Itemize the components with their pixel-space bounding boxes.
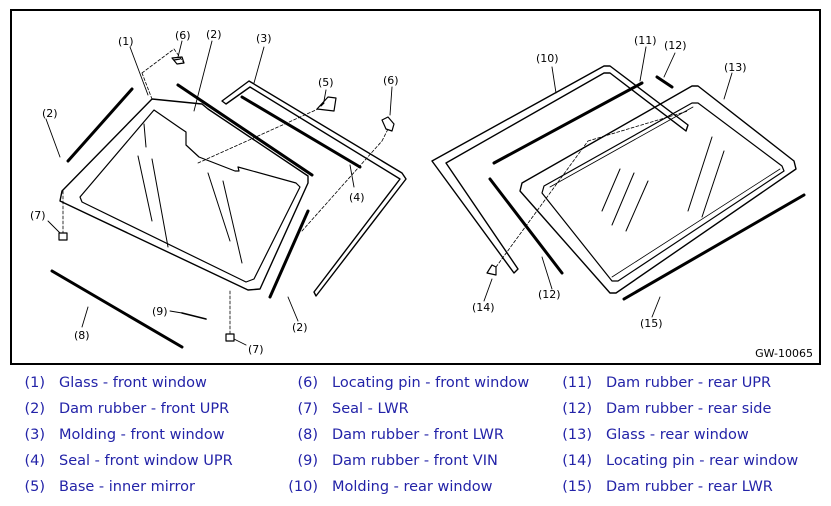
- callout-3: (3): [256, 32, 272, 45]
- callout-2-left: (2): [42, 107, 58, 120]
- rear-locating-pin: [486, 264, 497, 276]
- legend-item: (3) Molding - front window: [24, 422, 233, 448]
- callout-6-top: (6): [175, 29, 191, 42]
- legend-item: (15) Dam rubber - rear LWR: [562, 474, 798, 500]
- rear-window-defroster-band: [549, 106, 781, 278]
- callout-10: (10): [536, 52, 559, 65]
- callout-2-bottom: (2): [292, 321, 308, 334]
- legend-item: (11) Dam rubber - rear UPR: [562, 370, 798, 396]
- legend-label: Glass - front window: [59, 375, 207, 391]
- dam-rubber-front-upr-right: [268, 209, 310, 299]
- seal-lwr-bottom: [225, 333, 235, 342]
- legend-label: Dam rubber - front VIN: [332, 453, 498, 469]
- legend-item: (9) Dam rubber - front VIN: [297, 448, 529, 474]
- legend-item: (12) Dam rubber - rear side: [562, 396, 798, 422]
- rear-window-glass-outline: [519, 85, 797, 294]
- front-window-molding: [221, 80, 407, 297]
- exploded-diagram: (1) (2) (2) (2) (3) (4) (5) (6) (6) (7) …: [30, 28, 806, 356]
- front-window-glass-outline: [59, 98, 309, 291]
- legend-item: (2) Dam rubber - front UPR: [24, 396, 233, 422]
- legend-label: Molding - front window: [59, 427, 225, 443]
- legend-number: (5): [24, 479, 45, 495]
- seal-front-window-upr: [240, 95, 362, 169]
- legend-label: Locating pin - front window: [332, 375, 530, 391]
- front-assembly-dashed-lines: [62, 48, 389, 335]
- legend-item: (5) Base - inner mirror: [24, 474, 233, 500]
- legend-number: (1): [24, 375, 45, 391]
- legend-number: (2): [24, 401, 45, 417]
- legend-number: (11): [562, 375, 592, 391]
- legend-number: (3): [24, 427, 45, 443]
- callout-4: (4): [349, 191, 365, 204]
- rear-assembly-dashed-lines: [495, 110, 689, 268]
- legend-label: Dam rubber - front UPR: [59, 401, 230, 417]
- legend-label: Seal - front window UPR: [59, 453, 233, 469]
- rear-window-glare-lines: [601, 136, 725, 232]
- exploded-diagram-frame: (1) (2) (2) (2) (3) (4) (5) (6) (6) (7) …: [10, 9, 821, 365]
- legend-item: (7) Seal - LWR: [297, 396, 529, 422]
- legend-label: Dam rubber - rear LWR: [606, 479, 773, 495]
- legend-label: Molding - rear window: [332, 479, 493, 495]
- legend-number: (15): [562, 479, 592, 495]
- seal-lwr-left: [58, 232, 68, 241]
- callout-leader-lines: [45, 40, 733, 346]
- legend-item: (8) Dam rubber - front LWR: [297, 422, 529, 448]
- dam-rubber-rear-upr-a: [492, 81, 644, 165]
- dam-rubber-front-lwr: [50, 269, 184, 349]
- dam-rubber-front-vin: [181, 312, 207, 320]
- front-window-glass-inner: [79, 109, 301, 283]
- legend-number: (8): [297, 427, 318, 443]
- callout-2-top: (2): [206, 28, 222, 41]
- legend-item: (13) Glass - rear window: [562, 422, 798, 448]
- legend-column-3: (11) Dam rubber - rear UPR (12) Dam rubber…: [562, 370, 799, 500]
- legend-number: (6): [297, 375, 318, 391]
- callout-7-left: (7): [30, 209, 46, 222]
- front-locating-pin-right: [381, 116, 395, 132]
- callout-6-right: (6): [383, 74, 399, 87]
- rear-window-molding: [431, 65, 689, 274]
- callout-13: (13): [724, 61, 747, 74]
- callout-11: (11): [634, 34, 657, 47]
- legend-number: (12): [562, 401, 592, 417]
- legend-item: (1) Glass - front window: [24, 370, 233, 396]
- legend-column-1: (1) Glass - front window (2) Dam rubber - …: [24, 370, 233, 500]
- legend-label: Base - inner mirror: [59, 479, 195, 495]
- legend-label: Seal - LWR: [332, 401, 409, 417]
- callout-12-bottom: (12): [538, 288, 561, 301]
- dam-rubber-front-upr-left: [66, 87, 134, 163]
- legend-label: Locating pin - rear window: [606, 453, 799, 469]
- dam-rubber-front-upr-top: [176, 83, 314, 177]
- legend-item: (10) Molding - rear window: [288, 474, 529, 500]
- legend-number: (7): [297, 401, 318, 417]
- legend-number: (14): [562, 453, 592, 469]
- legend-item: (4) Seal - front window UPR: [24, 448, 233, 474]
- legend-label: Dam rubber - front LWR: [332, 427, 504, 443]
- callout-7-bottom: (7): [248, 343, 264, 356]
- legend-label: Dam rubber - rear side: [606, 401, 772, 417]
- callout-9: (9): [152, 305, 168, 318]
- parts-legend: (1) Glass - front window (2) Dam rubber - …: [0, 370, 831, 506]
- callout-12-top: (12): [664, 39, 687, 52]
- callout-1: (1): [118, 35, 134, 48]
- front-window-glare-lines: [137, 123, 243, 264]
- legend-number: (10): [288, 479, 318, 495]
- legend-number: (13): [562, 427, 592, 443]
- front-locating-pin-top: [171, 56, 185, 65]
- legend-label: Dam rubber - rear UPR: [606, 375, 772, 391]
- dam-rubber-rear-upr-b: [655, 75, 674, 89]
- figure-code: GW-10065: [755, 347, 813, 360]
- legend-item: (14) Locating pin - rear window: [562, 448, 799, 474]
- legend-number: (9): [297, 453, 318, 469]
- legend-number: (4): [24, 453, 45, 469]
- callout-8: (8): [74, 329, 90, 342]
- legend-label: Glass - rear window: [606, 427, 749, 443]
- callout-5: (5): [318, 76, 334, 89]
- rear-window-glass-inner: [541, 102, 785, 282]
- callout-14: (14): [472, 301, 495, 314]
- inner-mirror-base: [316, 96, 337, 112]
- callout-15: (15): [640, 317, 663, 330]
- legend-item: (6) Locating pin - front window: [297, 370, 530, 396]
- dam-rubber-rear-lwr: [622, 193, 806, 301]
- legend-column-2: (6) Locating pin - front window (7) Seal -…: [288, 370, 530, 500]
